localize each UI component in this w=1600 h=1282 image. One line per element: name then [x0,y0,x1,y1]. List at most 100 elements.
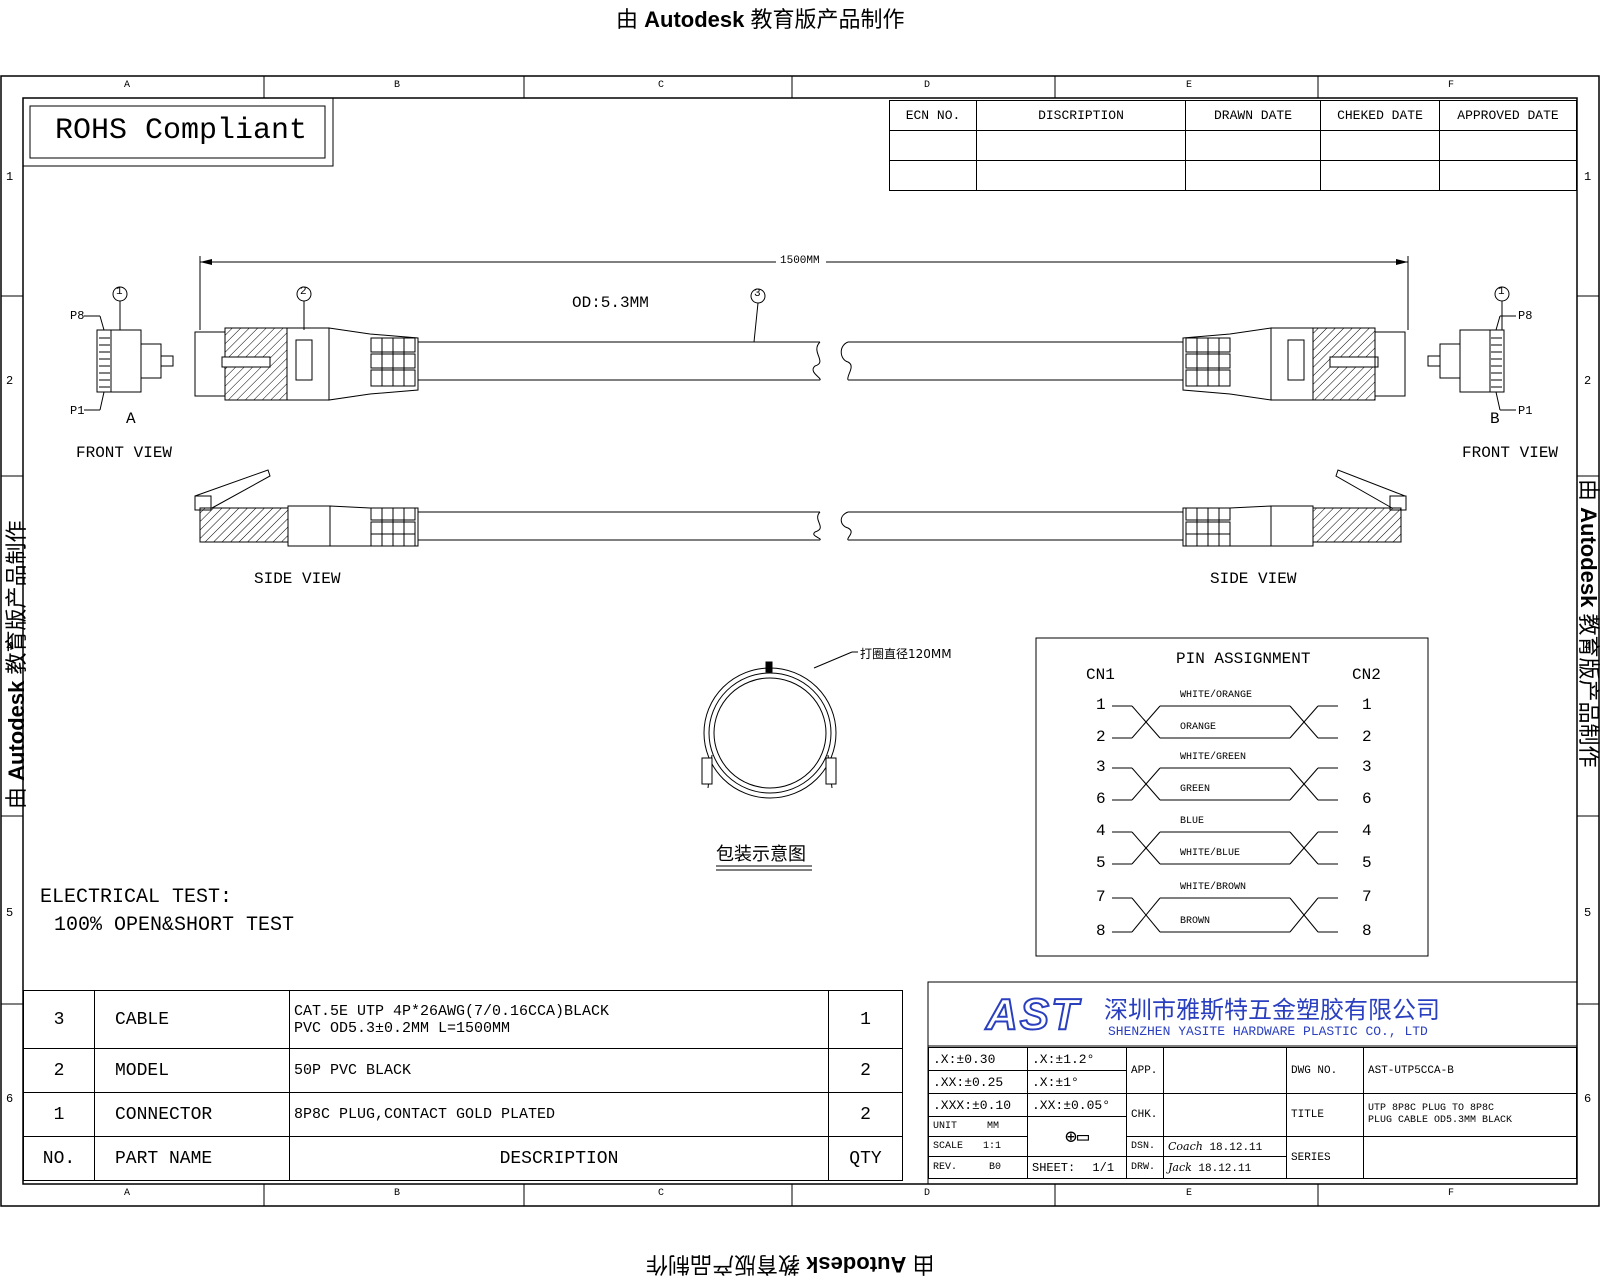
balloon-3: 3 [754,288,761,300]
front-view-b [1427,286,1516,411]
pin-number-right: 5 [1362,854,1372,872]
electrical-test-title: ELECTRICAL TEST: [40,886,233,909]
bom-row: 3 CABLE CAT.5E UTP 4P*26AWG(7/0.16CCA)BL… [23,990,903,1049]
company-name-cn: 深圳市雅斯特五金塑胶有限公司 [1104,996,1440,1024]
od-label: OD:5.3MM [572,294,649,312]
zone-row-label: 4 [6,640,14,654]
wire-color-label: WHITE/BLUE [1180,848,1241,859]
right-plug-top [840,327,1406,401]
inner-frame [22,97,1578,1185]
zone-col-label: F [1448,80,1455,91]
pin-assignment-box [1035,637,1429,957]
wire-color-label: WHITE/ORANGE [1180,690,1253,701]
pin-number-left: 5 [1096,854,1106,872]
bom-header: NO. PART NAME DESCRIPTION QTY [23,1136,903,1181]
outer-frame [0,75,1600,1207]
front-view-label-right: FRONT VIEW [1462,444,1559,462]
rev-header-ecn: ECN NO. [889,100,977,131]
pin-assignment-title: PIN ASSIGNMENT [1176,650,1311,668]
front-view-label-left: FRONT VIEW [76,444,173,462]
pin-number-right: 1 [1362,696,1372,714]
packaging-caption: 包装示意图 [716,844,806,865]
zone-col-label: A [124,1188,131,1199]
pin-wire [1131,767,1161,801]
left-plug-top [194,327,821,401]
zone-row-label: 5 [1584,906,1592,920]
rev-header-drawn: DRAWN DATE [1185,100,1321,131]
projection-symbol: ⊕▭ [1027,1116,1127,1157]
wire-color-label: BLUE [1180,816,1205,827]
bom-row: 1 CONNECTOR 8P8C PLUG,CONTACT GOLD PLATE… [23,1092,903,1137]
zone-row-label: 2 [1584,374,1592,388]
pin-wire [1289,767,1319,801]
zone-col-label: D [924,1188,931,1199]
length-dimension: 1500MM [780,255,820,267]
bom-table: 3 CABLE CAT.5E UTP 4P*26AWG(7/0.16CCA)BL… [23,990,903,1181]
balloon-2: 2 [300,286,307,298]
pin-number-left: 7 [1096,888,1106,906]
title-block-table: .X:±0.30 .X:±1.2° APP. DWG NO. AST-UTP5C… [928,1047,1577,1179]
wire-color-label: ORANGE [1180,722,1217,733]
pin-wire [1131,897,1161,933]
zone-col-label: C [658,80,665,91]
packaging-coil [701,651,858,799]
zone-col-label: A [124,80,131,91]
zone-col-label: E [1186,80,1193,91]
pin-number-right: 7 [1362,888,1372,906]
pin-wire [1289,897,1319,933]
coil-diameter-note: 打圈直径120MM [860,647,952,661]
zone-row-label: 4 [1584,640,1592,654]
pin-number-left: 8 [1096,922,1106,940]
zone-row-label: 2 [6,374,14,388]
end-b-label: B [1490,410,1500,428]
pin-p8-left: P8 [70,309,85,323]
right-plug-side [840,469,1407,547]
balloon-1-right: 1 [1498,286,1505,298]
pin-number-right: 4 [1362,822,1372,840]
pin-p1-right: P1 [1518,404,1533,418]
wire-color-label: WHITE/BROWN [1180,882,1247,893]
rev-header-desc: DISCRIPTION [976,100,1186,131]
rev-header-approved: APPROVED DATE [1439,100,1577,131]
zone-col-label: F [1448,1188,1455,1199]
pin-wire [1289,831,1319,865]
pin-number-right: 2 [1362,728,1372,746]
pin-number-left: 2 [1096,728,1106,746]
electrical-test-line: 100% OPEN&SHORT TEST [54,914,295,937]
pin-wire [1131,831,1161,865]
pin-wire [1289,705,1319,739]
rohs-label: ROHS Compliant [55,114,308,148]
pin-number-right: 8 [1362,922,1372,940]
left-plug-side [194,469,821,547]
pin-p1-left: P1 [70,404,85,418]
pin-number-right: 6 [1362,790,1372,808]
balloon-1-left: 1 [116,286,123,298]
revision-table: ECN NO. DISCRIPTION DRAWN DATE CHEKED DA… [889,100,1577,191]
side-view-label-left: SIDE VIEW [254,570,341,588]
zone-col-label: E [1186,1188,1193,1199]
front-view-a [84,286,174,411]
pin-number-left: 6 [1096,790,1106,808]
zone-row-label: 1 [6,170,14,184]
company-logo: AST [985,989,1080,1040]
watermark-top: 由 Autodesk 教育版产品制作 [616,7,905,32]
zone-row-label: 6 [1584,1092,1592,1106]
zone-row-label: 6 [6,1092,14,1106]
pin-number-left: 4 [1096,822,1106,840]
zone-col-label: B [394,1188,401,1199]
zone-row-label: 1 [1584,170,1592,184]
cn2-label: CN2 [1352,666,1381,684]
pin-p8-right: P8 [1518,309,1533,323]
wire-color-label: BROWN [1180,916,1211,927]
pin-number-left: 1 [1096,696,1106,714]
rev-header-checked: CHEKED DATE [1320,100,1440,131]
zone-col-label: D [924,80,931,91]
zone-col-label: C [658,1188,665,1199]
cn1-label: CN1 [1086,666,1115,684]
company-name-en: SHENZHEN YASITE HARDWARE PLASTIC CO., LT… [1108,1024,1428,1039]
end-a-label: A [126,410,136,428]
pin-number-right: 3 [1362,758,1372,776]
wire-color-label: GREEN [1180,784,1211,795]
pin-wire [1131,705,1161,739]
